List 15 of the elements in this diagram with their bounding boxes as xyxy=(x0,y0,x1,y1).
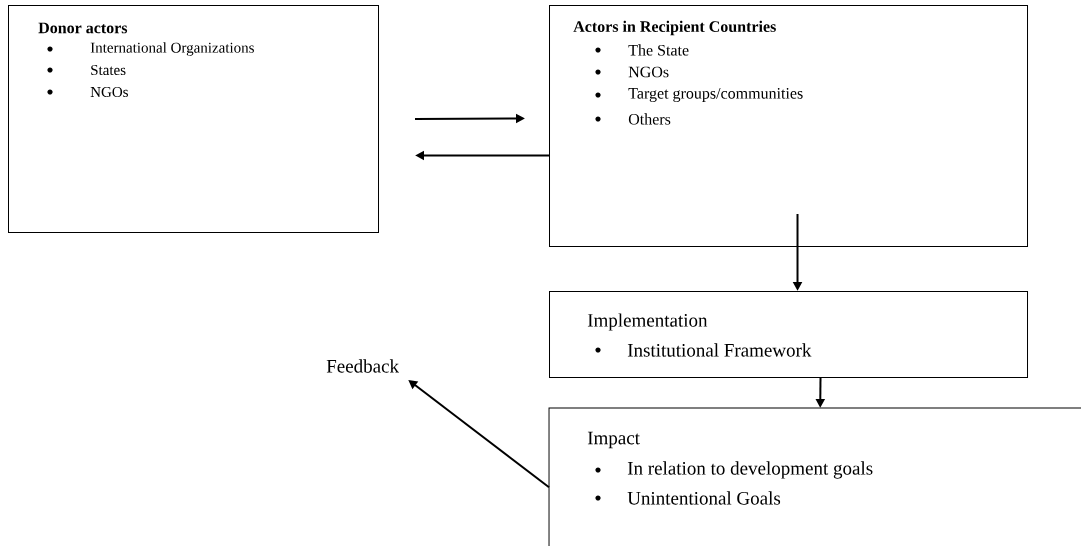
box-heading: Impact xyxy=(587,431,640,449)
bullet-item: NGOs xyxy=(628,66,669,78)
label-text: Feedback xyxy=(326,359,399,373)
bullet-item: International Organizations xyxy=(90,42,254,56)
box-heading: Implementation xyxy=(587,313,708,331)
bullet-item: States xyxy=(91,64,126,76)
box-heading: Actors in Recipient Countries xyxy=(573,20,776,36)
bullet-item: Target groups/communities xyxy=(628,88,803,102)
bullet-item: Others xyxy=(628,113,671,125)
bullet-item: Institutional Framework xyxy=(627,343,812,357)
bullet-item: In relation to development goals xyxy=(627,461,873,479)
bullet-item: The State xyxy=(628,44,689,56)
bullet-item: Unintentional Goals xyxy=(627,491,781,505)
bullet-item: NGOs xyxy=(90,86,128,98)
box-heading: Donor actors xyxy=(38,22,128,34)
